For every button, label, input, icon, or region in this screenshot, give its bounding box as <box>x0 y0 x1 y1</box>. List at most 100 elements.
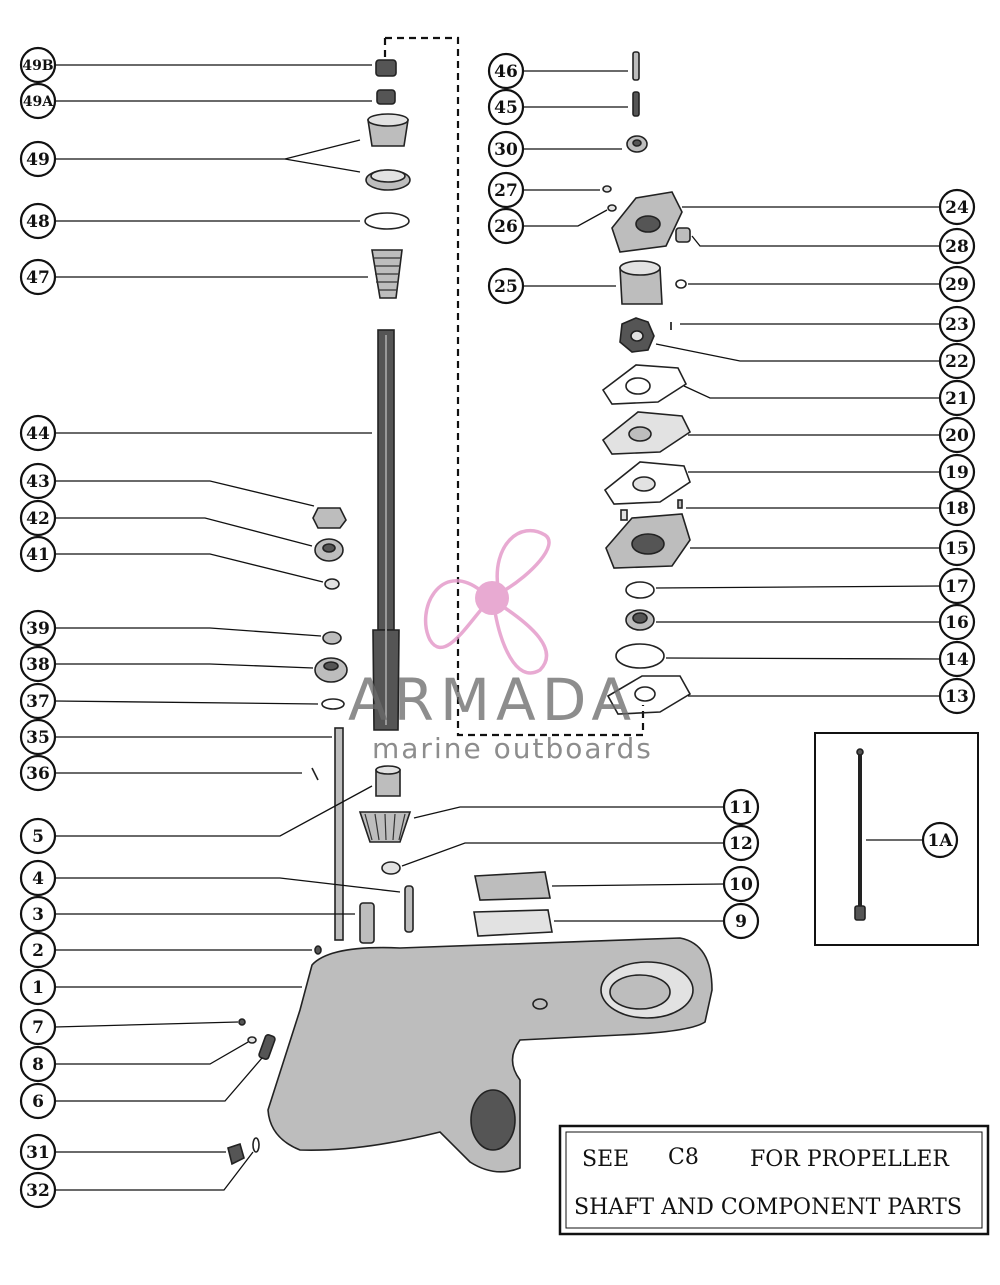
callout-number: 16 <box>945 613 969 633</box>
part-callout: 8 <box>19 1045 57 1083</box>
part-callout: 3 <box>19 895 57 933</box>
callout-number: 19 <box>945 463 969 483</box>
leader-line <box>683 385 940 399</box>
part-callout: 49A <box>19 82 57 120</box>
callout-number: 46 <box>494 62 518 82</box>
callout-number: 36 <box>26 764 50 784</box>
part-callout: 28 <box>938 227 976 265</box>
callout-number: 13 <box>945 687 969 707</box>
part-callout: 27 <box>487 171 525 209</box>
callout-number: 44 <box>26 424 50 444</box>
callout-circle <box>722 788 760 826</box>
callout-circle <box>19 645 57 683</box>
callout-circle <box>19 499 57 537</box>
propeller-logo-icon <box>423 528 551 675</box>
callout-number: 14 <box>945 650 969 670</box>
callout-circle <box>722 865 760 903</box>
callout-number: 27 <box>494 181 518 201</box>
inset-part-drawing <box>854 748 866 921</box>
leader-line <box>55 785 373 837</box>
leader-line <box>54 700 319 705</box>
leader-line <box>284 158 361 173</box>
callout-number: 1 <box>32 978 44 998</box>
callout-number: 2 <box>32 941 44 961</box>
part-callout: 29 <box>938 265 976 303</box>
part-callout: 24 <box>938 188 976 226</box>
watermark-tagline: marine outboards <box>372 732 653 765</box>
callout-circle <box>19 535 57 573</box>
part-callout: 42 <box>19 499 57 537</box>
part-callout: 32 <box>19 1171 57 1209</box>
part-callout: 1A <box>921 821 959 859</box>
callout-circle <box>19 462 57 500</box>
leader-line <box>551 883 725 887</box>
callout-number: 28 <box>945 237 969 257</box>
callout-circle <box>19 1171 57 1209</box>
part-callout: 22 <box>938 342 976 380</box>
part-callout: 37 <box>19 682 57 720</box>
callout-number: 38 <box>26 655 50 675</box>
part-callout: 35 <box>19 718 57 756</box>
callout-number: 31 <box>26 1143 50 1163</box>
parts-drawing-right <box>473 51 692 937</box>
callout-number: 43 <box>26 472 50 492</box>
part-callout: 48 <box>19 202 57 240</box>
callout-circle <box>938 305 976 343</box>
part-callout: 44 <box>19 414 57 452</box>
callout-number: 49A <box>23 94 54 110</box>
part-callout: 43 <box>19 462 57 500</box>
part-callout: 36 <box>19 754 57 792</box>
callout-circle <box>938 567 976 605</box>
leader-line <box>55 877 401 893</box>
callout-number: 41 <box>26 545 50 565</box>
callout-bubbles: 49B49A4948474443424139383735365432178631… <box>19 46 976 1209</box>
leader-line <box>413 806 724 819</box>
callout-number: 23 <box>945 315 969 335</box>
note-see: SEE <box>582 1147 629 1172</box>
watermark: ARMADA marine outboards <box>348 528 653 765</box>
callout-circle <box>19 1133 57 1171</box>
leader-line <box>401 842 724 867</box>
parts-drawing-left <box>227 59 713 1173</box>
part-callout: 17 <box>938 567 976 605</box>
part-callout: 18 <box>938 489 976 527</box>
leader-line <box>691 235 940 247</box>
callout-number: 26 <box>494 217 518 237</box>
callout-number: 18 <box>945 499 969 519</box>
leader-line <box>655 585 941 589</box>
callout-circle <box>921 821 959 859</box>
part-callout: 5 <box>19 817 57 855</box>
callout-circle <box>938 416 976 454</box>
part-callout: 23 <box>938 305 976 343</box>
callout-number: 49 <box>26 150 50 170</box>
leader-line <box>55 1057 263 1102</box>
part-callout: 30 <box>487 130 525 168</box>
part-callout: 4 <box>19 859 57 897</box>
leader-line <box>55 1041 249 1065</box>
watermark-brand: ARMADA <box>348 666 637 734</box>
callout-number: 22 <box>945 352 969 372</box>
callout-circle <box>938 227 976 265</box>
callout-circle <box>938 677 976 715</box>
callout-circle <box>19 414 57 452</box>
callout-circle <box>19 931 57 969</box>
callout-circle <box>19 82 57 120</box>
callout-number: 8 <box>32 1055 44 1075</box>
callout-number: 7 <box>32 1018 44 1038</box>
callout-circle <box>19 859 57 897</box>
part-callout: 15 <box>938 529 976 567</box>
callout-number: 29 <box>945 275 969 295</box>
callout-number: 20 <box>945 426 969 446</box>
callout-circle <box>938 529 976 567</box>
callout-circle <box>19 968 57 1006</box>
callout-circle <box>19 1045 57 1083</box>
callout-circle <box>938 265 976 303</box>
leader-lines <box>54 64 941 1191</box>
part-callout: 38 <box>19 645 57 683</box>
callout-number: 39 <box>26 619 50 639</box>
leader-line <box>54 1021 239 1028</box>
callout-circle <box>487 52 525 90</box>
callout-number: 32 <box>26 1181 50 1201</box>
part-callout: 26 <box>487 207 525 245</box>
part-callout: 10 <box>722 865 760 903</box>
